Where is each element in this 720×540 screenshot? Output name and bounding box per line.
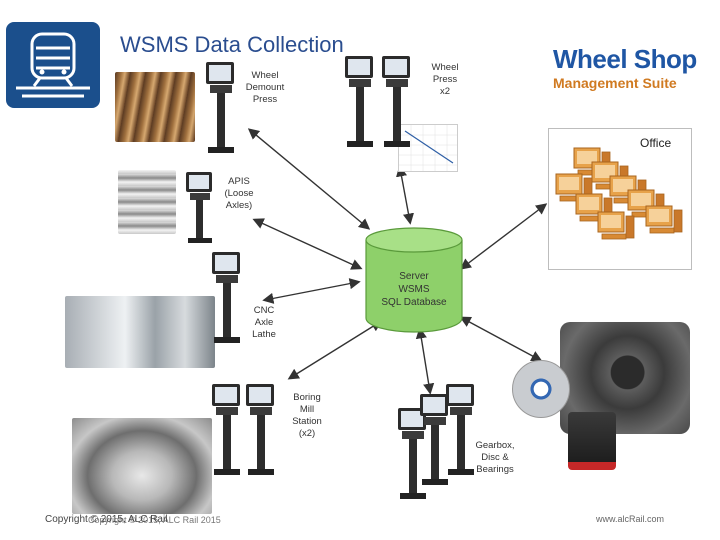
arrow-apis xyxy=(252,218,363,270)
arrow-gearbox xyxy=(415,327,435,395)
brand-title: Wheel Shop xyxy=(553,44,697,74)
press-chart-thumbnail xyxy=(398,124,458,172)
label-gearbox: Gearbox, Disc & Bearings xyxy=(475,440,515,475)
office-label: Office xyxy=(640,136,672,150)
bearing-photo xyxy=(568,412,616,470)
computer-icon xyxy=(597,211,635,240)
database-label-wsms: WSMS xyxy=(398,284,430,295)
database-label-server: Server xyxy=(399,271,429,282)
label-wheel-demount: Wheel Demount Press xyxy=(245,70,285,105)
database-label-sql: SQL Database xyxy=(381,297,447,308)
kiosk-icon xyxy=(206,62,234,153)
label-wheel-press: Wheel Press x2 xyxy=(431,62,459,97)
arrow-boring xyxy=(287,320,383,380)
label-apis: APIS (Loose Axles) xyxy=(224,176,254,211)
office-computers xyxy=(555,147,683,240)
arrow-parts xyxy=(459,316,543,362)
footer-copyright-faint: Copyright © 2015, ALC Rail 2015 xyxy=(88,515,221,525)
arrow-press xyxy=(396,165,414,225)
kiosk-icon xyxy=(345,56,373,147)
kiosk-icon xyxy=(186,172,212,243)
wheel-demount-photo xyxy=(115,72,195,142)
cnc-lathe-photo xyxy=(65,296,215,368)
page-title: WSMS Data Collection xyxy=(120,32,344,57)
axles-photo xyxy=(118,170,176,234)
label-cnc: CNC Axle Lathe xyxy=(252,305,276,340)
kiosk-icon xyxy=(398,408,426,499)
kiosk-icon xyxy=(212,384,240,475)
kiosk-icon xyxy=(420,394,448,485)
database-icon xyxy=(365,227,463,333)
kiosk-icon xyxy=(382,56,410,147)
arrow-cnc xyxy=(262,278,361,304)
footer-url: www.alcRail.com xyxy=(596,514,665,524)
brake-disc-photo xyxy=(512,360,570,418)
kiosk-icon xyxy=(246,384,274,475)
kiosk-icon xyxy=(212,252,240,343)
computer-icon xyxy=(645,205,683,234)
footer-copyright: Copyright © 2015, ALC Rail xyxy=(45,514,168,525)
arrow-office xyxy=(459,203,548,270)
train-logo-icon xyxy=(6,22,100,108)
arrow-demount xyxy=(247,128,371,230)
label-boring-mill: Boring Mill Station (x2) xyxy=(292,392,322,439)
boring-mill-photo xyxy=(72,418,212,514)
brand-subtitle: Management Suite xyxy=(553,75,677,91)
